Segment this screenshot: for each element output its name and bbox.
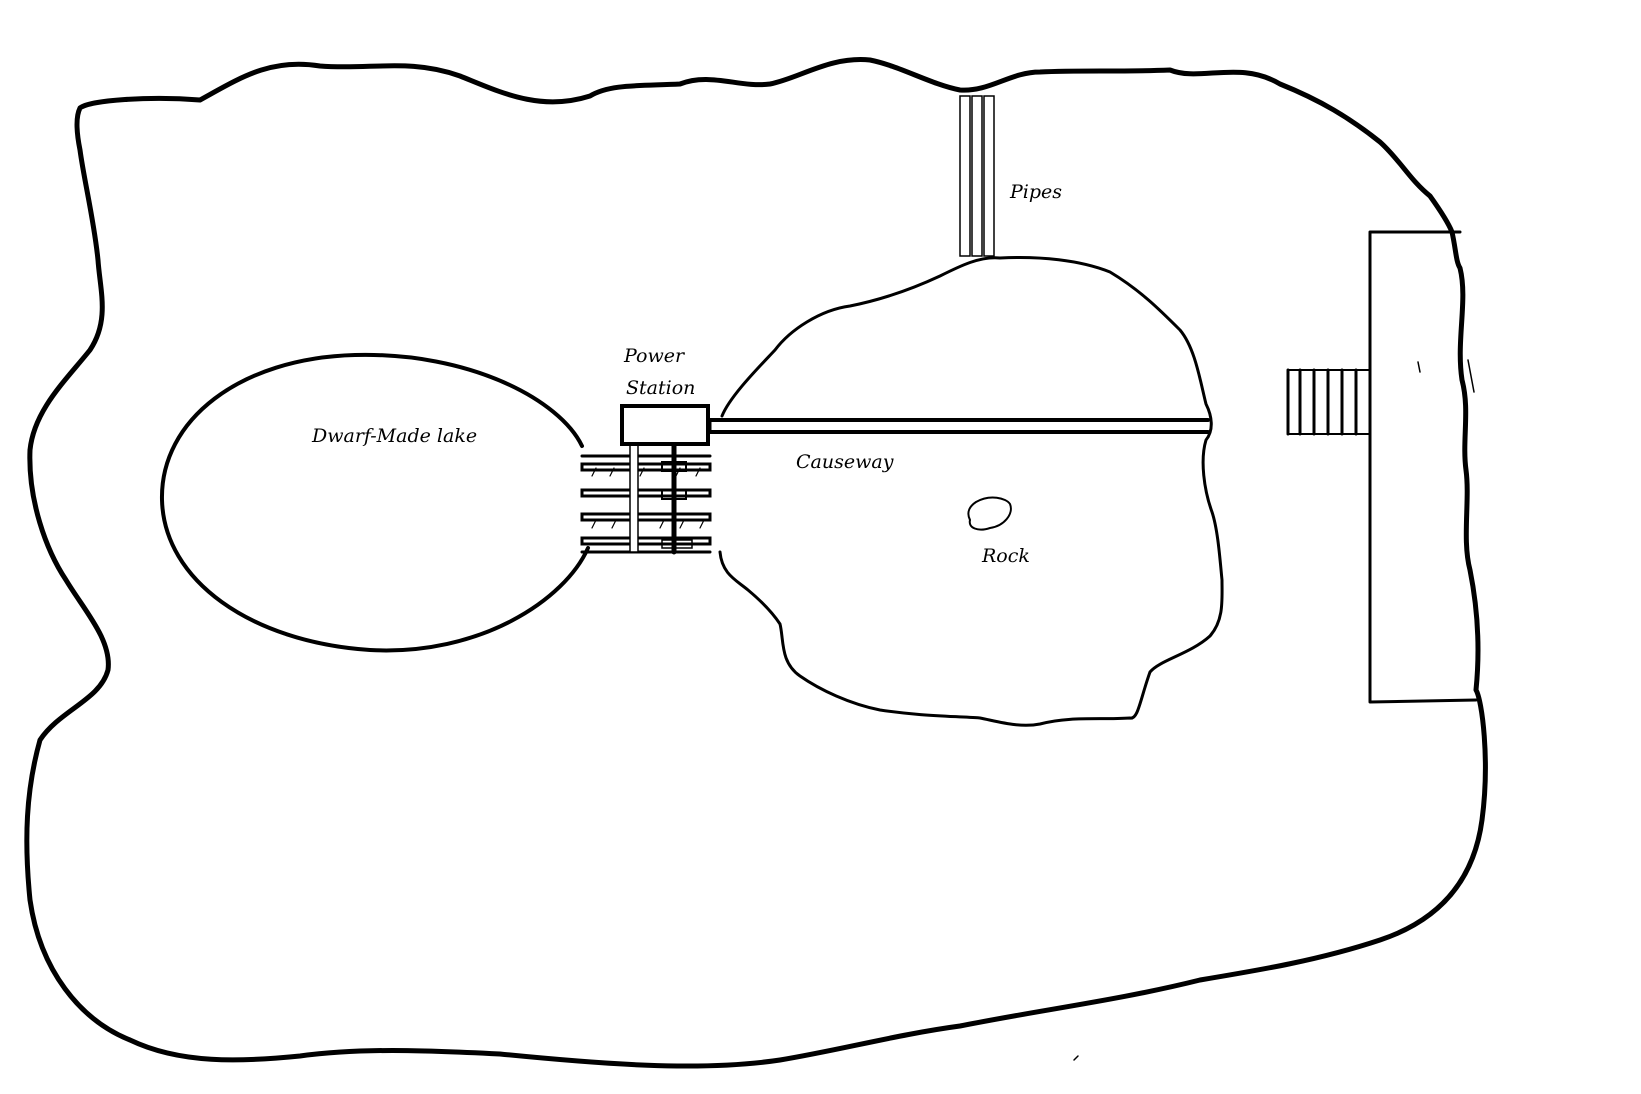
lake-label: Dwarf-Made lake xyxy=(311,425,477,447)
rock-island xyxy=(718,256,1224,727)
cavern-outline xyxy=(24,57,1488,1069)
power-station-label-line2: Station xyxy=(626,377,695,399)
pipes-label: Pipes xyxy=(1009,181,1062,203)
rock-label: Rock xyxy=(981,545,1030,567)
dam-bar xyxy=(580,512,712,522)
dam-bar xyxy=(580,462,712,472)
pipe xyxy=(959,95,971,257)
rock xyxy=(967,496,1012,531)
station-pipe xyxy=(629,439,639,553)
cavern-wall-mark xyxy=(1467,359,1475,393)
dam-bar xyxy=(580,488,712,498)
power-station-building xyxy=(620,404,710,446)
dam-bar xyxy=(580,536,712,546)
dam-block xyxy=(661,539,693,549)
power-station-label-line1: Power xyxy=(623,345,686,367)
cavern-wall-mark xyxy=(1417,361,1421,373)
pipe xyxy=(983,95,995,257)
cavern-wall-mark xyxy=(1073,1055,1079,1061)
causeway-label: Causeway xyxy=(796,451,894,473)
dam-structure xyxy=(580,437,712,555)
stairs xyxy=(1286,368,1371,436)
dwarf-made-lake xyxy=(159,352,590,653)
pipe xyxy=(971,95,983,257)
causeway xyxy=(708,418,1210,434)
wall-structure xyxy=(1368,230,1478,704)
dam-block xyxy=(661,489,687,500)
dam-block xyxy=(661,461,687,472)
pipes xyxy=(959,95,995,257)
